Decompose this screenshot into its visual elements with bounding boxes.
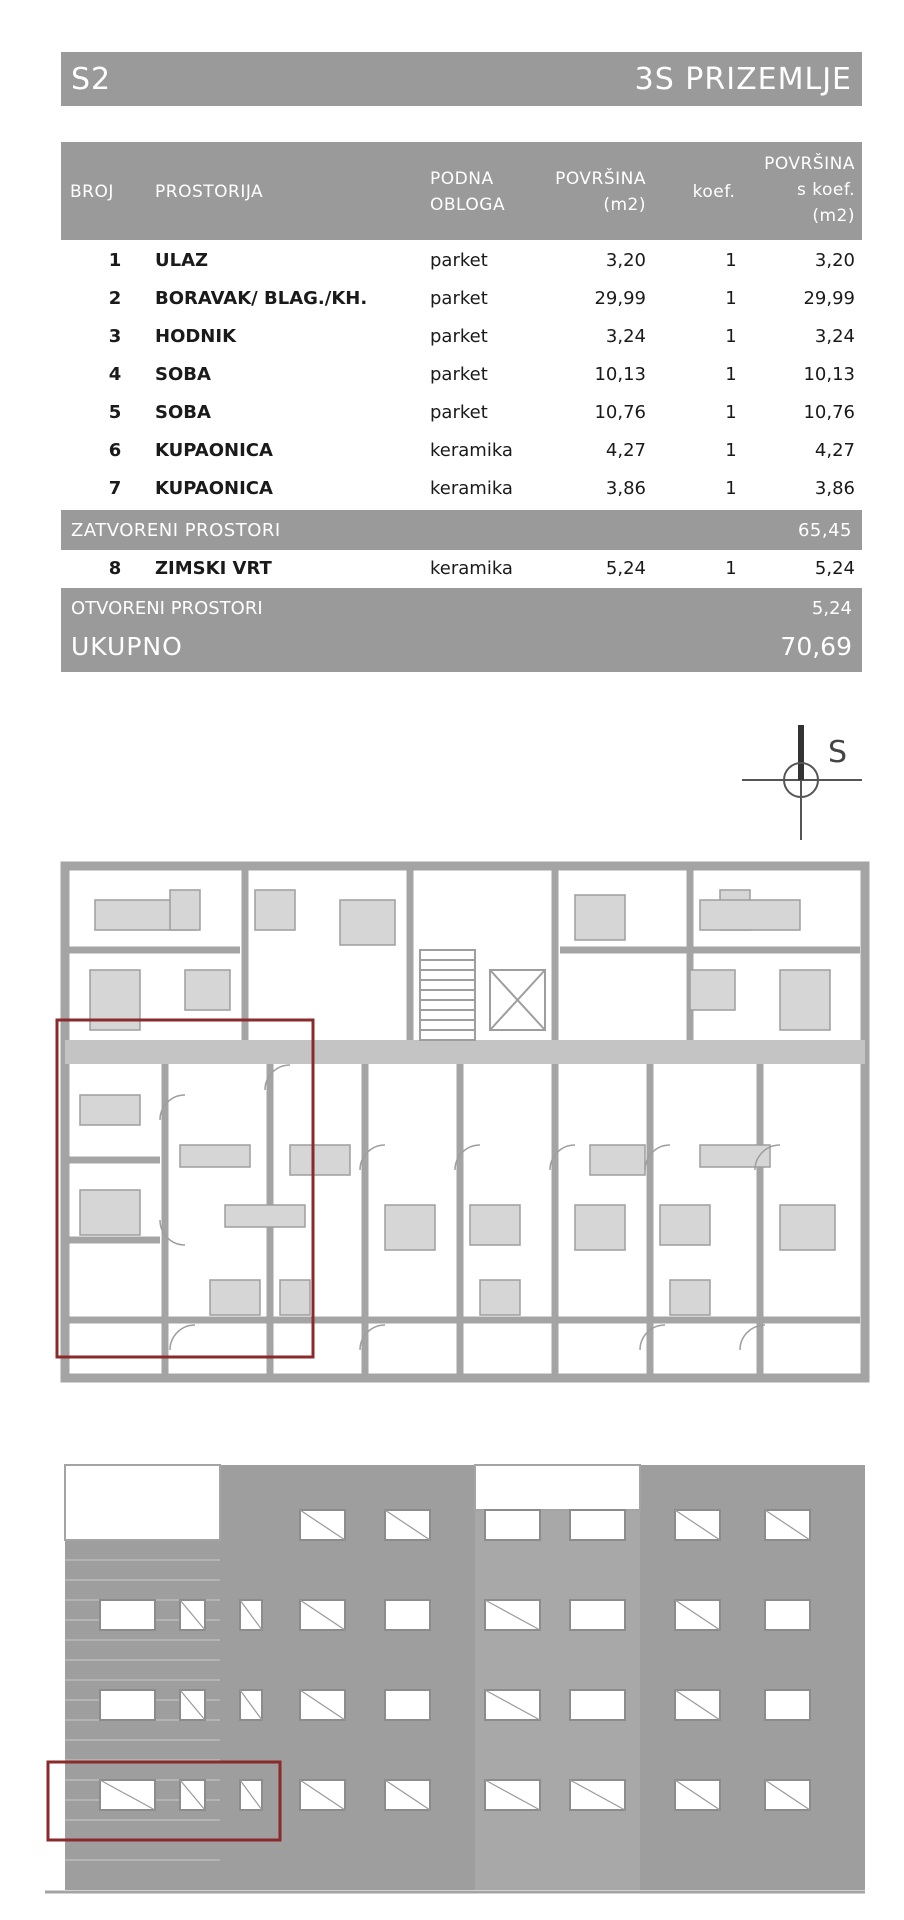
row-obloga: parket [430,326,488,347]
row-povrsina: 29,99 [594,288,646,309]
table-row: 6 KUPAONICA keramika 4,27 1 4,27 [61,432,862,470]
closed-spaces-total: ZATVORENI PROSTORI 65,45 [61,510,862,550]
row-prostorija: ZIMSKI VRT [155,558,272,579]
row-povrsina: 3,86 [605,478,646,499]
row-prostorija: ULAZ [155,250,209,271]
row-obloga: parket [430,288,488,309]
compass-icon: S [742,725,862,840]
row-koef: 1 [725,250,737,271]
col-obloga-1: PODNA [430,169,494,189]
table-header: BROJ PROSTORIJA PODNA OBLOGA POVRŠINA (m… [61,142,862,240]
open-spaces-total: OTVORENI PROSTORI 5,24 UKUPNO 70,69 [61,588,862,672]
row-prostorija: KUPAONICA [155,478,273,499]
row-ukupno: 29,99 [803,288,855,309]
row-obloga: parket [430,250,488,271]
row-ukupno: 5,24 [814,558,855,579]
closed-spaces-value: 65,45 [797,520,852,541]
row-ukupno: 3,20 [814,250,855,271]
row-broj: 5 [108,402,122,423]
row-broj: 4 [108,364,122,385]
col-prostorija: PROSTORIJA [155,182,264,202]
col-skoef-2: s koef. [796,180,855,200]
col-povrsina-1: POVRŠINA [555,169,646,189]
row-povrsina: 10,13 [594,364,646,385]
row-broj: 3 [108,326,122,347]
col-obloga-2: OBLOGA [430,195,506,215]
row-obloga: parket [430,402,488,423]
unit-code: S2 [71,61,112,97]
row-prostorija: KUPAONICA [155,440,273,461]
grand-total-value: 70,69 [780,632,852,661]
row-ukupno: 3,24 [814,326,855,347]
col-skoef-3: (m2) [812,206,855,226]
highlight-unit-plan [55,1018,315,1359]
row-ukupno: 10,13 [803,364,855,385]
col-broj: BROJ [70,182,114,202]
table-row: 1 ULAZ parket 3,20 1 3,20 [61,242,862,280]
row-povrsina: 3,24 [605,326,646,347]
facade-elevation [45,1464,865,1894]
table-row: 8 ZIMSKI VRT keramika 5,24 1 5,24 [61,550,862,588]
compass-label: S [828,735,847,770]
row-koef: 1 [725,440,737,461]
open-spaces-value: 5,24 [811,598,852,619]
table-row: 2 BORAVAK/ BLAG./KH. parket 29,99 1 29,9… [61,280,862,318]
row-obloga: parket [430,364,488,385]
col-skoef-1: POVRŠINA [764,154,855,174]
row-ukupno: 4,27 [814,440,855,461]
row-povrsina: 3,20 [605,250,646,271]
grand-total-label: UKUPNO [71,632,183,661]
row-prostorija: HODNIK [155,326,237,347]
floor-title: 3S PRIZEMLJE [634,61,852,97]
table-row: 3 HODNIK parket 3,24 1 3,24 [61,318,862,356]
row-broj: 2 [108,288,122,309]
row-koef: 1 [725,364,737,385]
row-povrsina: 10,76 [594,402,646,423]
row-obloga: keramika [430,558,513,579]
col-povrsina-2: (m2) [603,195,646,215]
title-bar: S2 3S PRIZEMLJE [61,52,862,106]
closed-spaces-label: ZATVORENI PROSTORI [71,520,281,541]
row-povrsina: 4,27 [605,440,646,461]
row-koef: 1 [725,326,737,347]
row-obloga: keramika [430,478,513,499]
row-koef: 1 [725,288,737,309]
open-spaces-label: OTVORENI PROSTORI [71,598,263,619]
row-broj: 1 [108,250,122,271]
row-prostorija: SOBA [155,364,211,385]
row-ukupno: 3,86 [814,478,855,499]
row-broj: 6 [108,440,122,461]
row-prostorija: BORAVAK/ BLAG./KH. [155,288,368,309]
row-koef: 1 [725,558,737,579]
floor-plan [55,861,870,1383]
row-broj: 7 [108,478,122,499]
table-row: 7 KUPAONICA keramika 3,86 1 3,86 [61,470,862,508]
row-prostorija: SOBA [155,402,211,423]
table-row: 4 SOBA parket 10,13 1 10,13 [61,356,862,394]
row-povrsina: 5,24 [605,558,646,579]
col-koef: koef. [692,182,736,202]
table-row: 5 SOBA parket 10,76 1 10,76 [61,394,862,432]
row-broj: 8 [108,558,122,579]
highlight-unit-elevation [46,1760,282,1842]
row-koef: 1 [725,478,737,499]
row-koef: 1 [725,402,737,423]
row-ukupno: 10,76 [803,402,855,423]
row-obloga: keramika [430,440,513,461]
